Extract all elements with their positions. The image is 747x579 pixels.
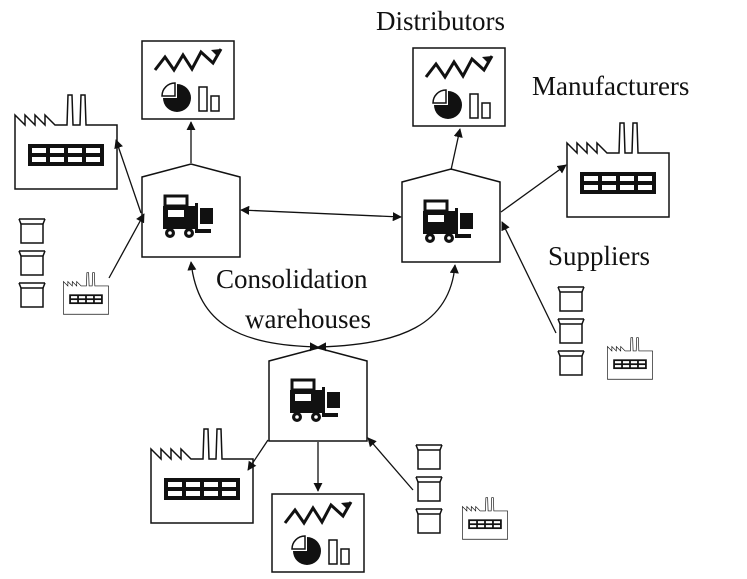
box-icon [18, 282, 46, 308]
chart-panel-icon [271, 492, 365, 574]
connector-arrow [114, 139, 142, 214]
factory-icon [14, 94, 118, 190]
label-distributors: Distributors [376, 6, 506, 36]
connector-arrow [500, 164, 567, 213]
connector-arrow [450, 128, 463, 171]
warehouse-icon [401, 168, 501, 263]
label-consolidation-line2: warehouses [245, 304, 371, 334]
box-icon [557, 286, 585, 312]
box-icon [18, 250, 46, 276]
chart-panel-icon [412, 47, 506, 127]
box-icon [415, 508, 443, 534]
factory-icon [462, 497, 508, 540]
connector-arrow [367, 437, 414, 491]
factory-icon [63, 272, 109, 315]
warehouse-icon [141, 163, 241, 258]
connector-arrow [108, 213, 145, 279]
connector-arrow [240, 205, 402, 222]
box-icon [557, 318, 585, 344]
factory-icon [150, 428, 254, 524]
factory-icon [607, 337, 653, 380]
label-manufacturers: Manufacturers [532, 71, 690, 101]
connector-arrow [501, 221, 557, 334]
box-icon [415, 476, 443, 502]
box-icon [18, 218, 46, 244]
warehouse-icon [268, 347, 368, 442]
label-suppliers: Suppliers [548, 241, 651, 271]
chart-panel-icon [141, 40, 235, 120]
connector-arrow [317, 264, 459, 352]
connector-arrow [187, 261, 319, 352]
factory-icon [566, 122, 670, 218]
connector-arrow [247, 439, 269, 471]
label-consolidation-line1: Consolidation [216, 264, 368, 294]
box-icon [415, 444, 443, 470]
box-icon [557, 350, 585, 376]
